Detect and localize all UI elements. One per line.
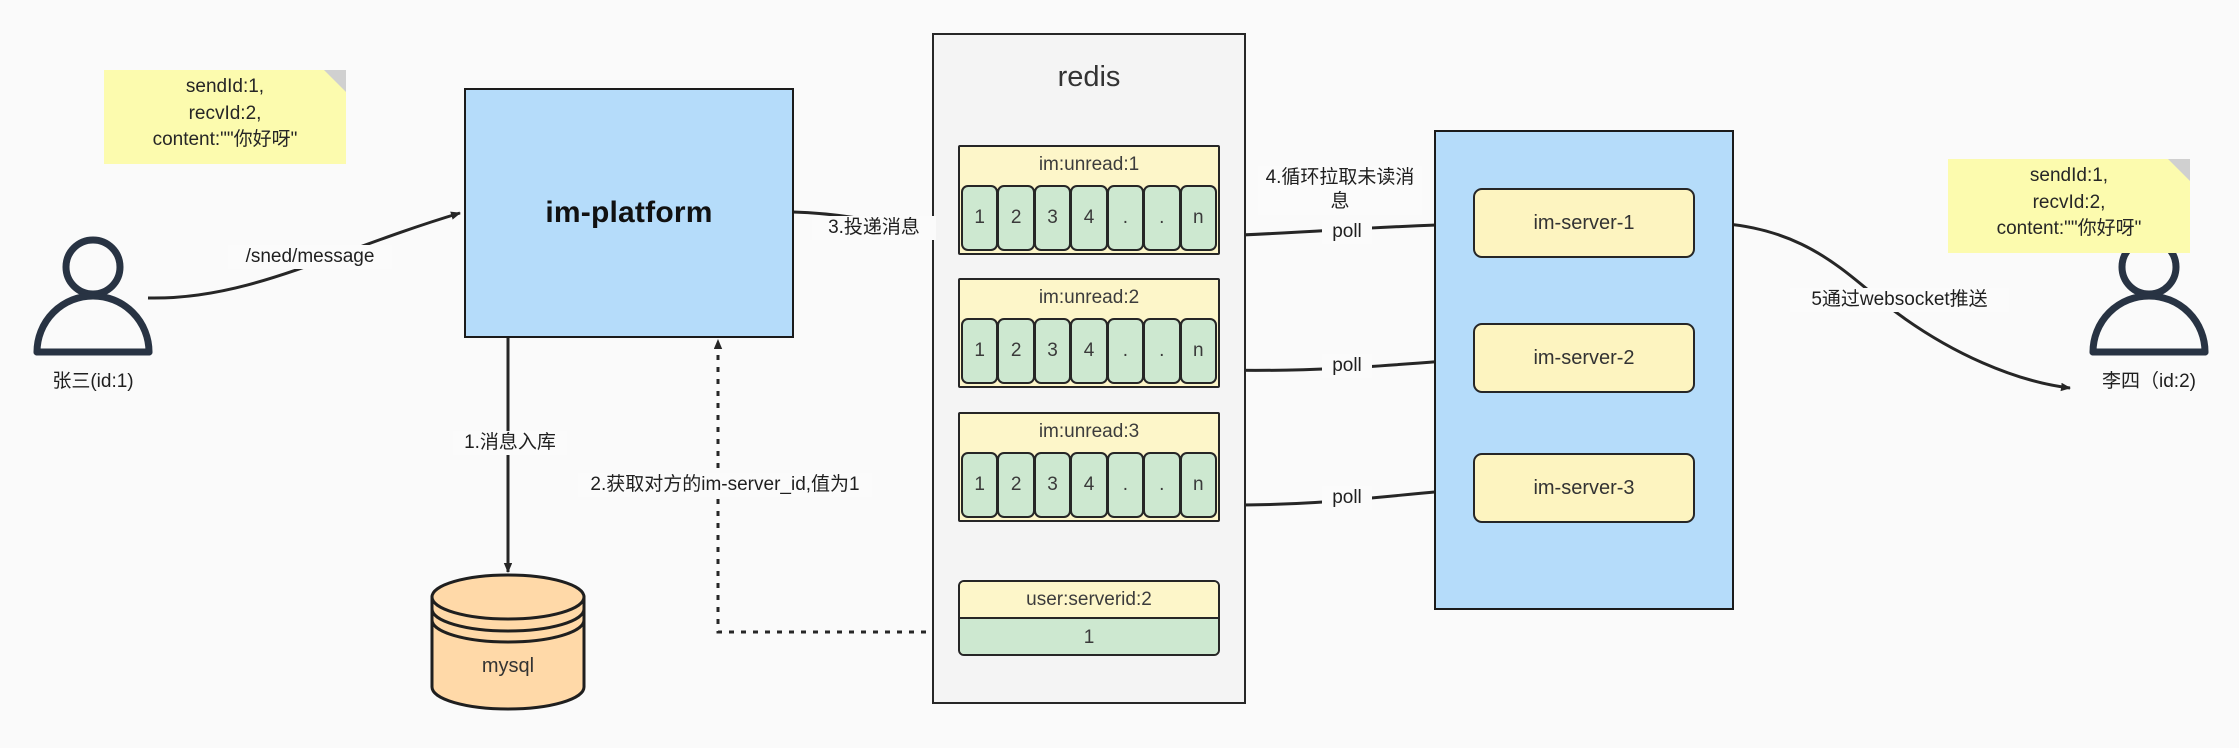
queue-cell: n	[1179, 452, 1217, 518]
note-right: sendId:1, recvId:2, content:""你好呀"	[1948, 159, 2190, 253]
queue-cells: 1 2 3 4 . . n	[961, 452, 1217, 518]
im-server-3-box[interactable]: im-server-3	[1473, 453, 1695, 523]
edge-label-step2: 2.获取对方的im-server_id,值为1	[578, 473, 872, 498]
im-platform-box[interactable]: im-platform	[464, 88, 794, 338]
edge-label-poll-1: poll	[1322, 220, 1372, 245]
kv-key-label: user:serverid:2	[960, 582, 1218, 619]
queue-cell: 3	[1033, 318, 1072, 384]
queue-cell: 4	[1070, 318, 1108, 384]
im-platform-label: im-platform	[545, 196, 713, 229]
queue-cell: 3	[1033, 452, 1072, 518]
note-fold-icon	[2168, 159, 2190, 181]
mysql-label: mysql	[481, 655, 535, 677]
sender-label: 张三(id:1)	[52, 371, 134, 392]
queue-cell: 2	[997, 185, 1035, 251]
queue-cell: .	[1143, 185, 1181, 251]
queue-cell: .	[1106, 185, 1145, 251]
im-server-3-label: im-server-3	[1533, 476, 1635, 499]
mysql-cylinder-icon	[430, 573, 586, 711]
queue-cell: n	[1179, 185, 1217, 251]
queue-cell: .	[1143, 452, 1181, 518]
queue-cell: 1	[961, 185, 999, 251]
edge-label-step1: 1.消息入库	[453, 431, 567, 456]
receiver-actor-icon	[2089, 236, 2209, 356]
queue-cell: .	[1143, 318, 1181, 384]
redis-container: redis im:unread:1 1 2 3 4 . . n im:unrea…	[932, 33, 1246, 704]
queue-cell: 2	[997, 318, 1035, 384]
queue-key-label: im:unread:1	[960, 147, 1218, 183]
redis-title: redis	[1057, 61, 1121, 93]
edge-label-send-message: /sned/message	[228, 245, 392, 270]
queue-key-label: im:unread:2	[960, 280, 1218, 316]
note-left: sendId:1, recvId:2, content:""你好呀"	[104, 70, 346, 164]
queue-cell: 4	[1070, 185, 1108, 251]
queue-cell: .	[1106, 452, 1145, 518]
edge-label-poll-2: poll	[1322, 354, 1372, 379]
edge-label-step4: 4.循环拉取未读消 息	[1258, 166, 1422, 215]
redis-queue-im-unread-1[interactable]: im:unread:1 1 2 3 4 . . n	[958, 145, 1220, 255]
queue-cell: n	[1179, 318, 1217, 384]
queue-cell: 3	[1033, 185, 1072, 251]
im-server-1-box[interactable]: im-server-1	[1473, 188, 1695, 258]
edge-label-step5: 5通过websocket推送	[1790, 288, 2009, 313]
note-left-text: sendId:1, recvId:2, content:""你好呀"	[152, 75, 298, 151]
queue-cells: 1 2 3 4 . . n	[961, 185, 1217, 251]
note-fold-icon	[324, 70, 346, 92]
sender-actor-icon	[33, 236, 153, 356]
redis-queue-im-unread-2[interactable]: im:unread:2 1 2 3 4 . . n	[958, 278, 1220, 388]
edge-label-step3: 3.投递消息	[812, 216, 936, 241]
note-right-text: sendId:1, recvId:2, content:""你好呀"	[1996, 164, 2142, 240]
queue-cell: 4	[1070, 452, 1108, 518]
kv-value: 1	[960, 619, 1218, 654]
im-server-1-label: im-server-1	[1533, 211, 1635, 234]
queue-cell: .	[1106, 318, 1145, 384]
queue-cell: 1	[961, 452, 999, 518]
queue-cell: 1	[961, 318, 999, 384]
redis-kv-user-serverid[interactable]: user:serverid:2 1	[958, 580, 1220, 656]
im-server-2-box[interactable]: im-server-2	[1473, 323, 1695, 393]
receiver-label: 李四（id:2)	[2102, 371, 2196, 392]
im-server-2-label: im-server-2	[1533, 346, 1635, 369]
queue-key-label: im:unread:3	[960, 414, 1218, 450]
redis-queue-im-unread-3[interactable]: im:unread:3 1 2 3 4 . . n	[958, 412, 1220, 522]
queue-cells: 1 2 3 4 . . n	[961, 318, 1217, 384]
edge-label-poll-3: poll	[1322, 486, 1372, 511]
queue-cell: 2	[997, 452, 1035, 518]
